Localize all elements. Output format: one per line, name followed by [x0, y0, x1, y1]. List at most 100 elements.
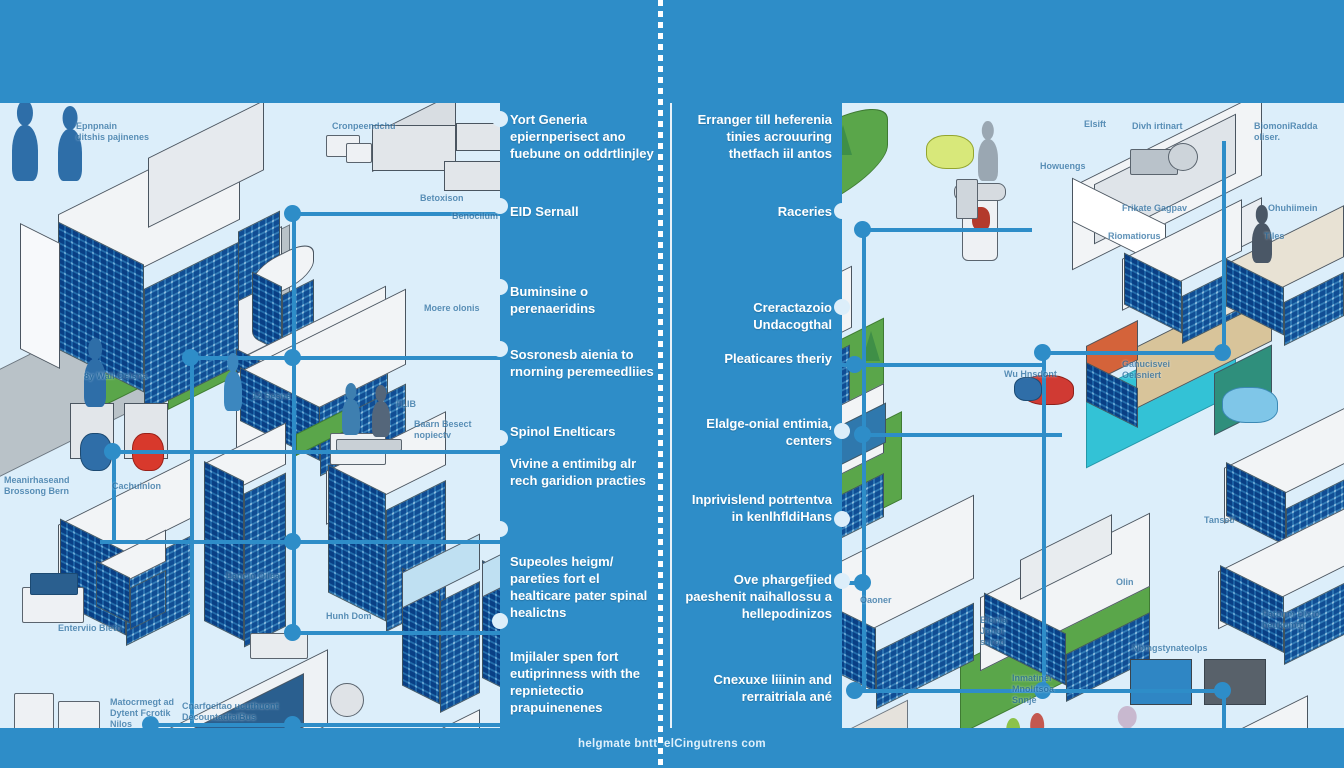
illustration-label: FLIB: [396, 399, 416, 409]
gutter-entry: Creractazoio Undacogthal: [753, 300, 832, 332]
connector-line: [1042, 351, 1046, 691]
illustration-label: Divh irtinart: [1132, 121, 1183, 131]
illustration-label: Wu Hnsdont: [1004, 369, 1057, 379]
mri-machine: [30, 573, 78, 595]
gutter-nub: [834, 423, 850, 439]
illustration-label: Benocilum: [452, 211, 499, 221]
connector-dot: [284, 533, 301, 550]
fan-unit: [330, 683, 364, 717]
illustration-label: Cronpeendchu: [332, 121, 396, 131]
illustration-label: 12 Sesne: [252, 391, 292, 401]
illustration-label: Enterviio Bieto: [58, 623, 122, 633]
connector-dot: [284, 349, 301, 366]
connector-line: [292, 212, 296, 632]
right-text-gutter: Erranger till heferenia tinies acrouurin…: [672, 103, 850, 728]
illustration-label: Eancin Oilea: [226, 571, 281, 581]
connector-line: [112, 450, 116, 542]
connector-dot: [284, 205, 301, 222]
connector-dot: [846, 356, 863, 373]
connector-line: [1222, 689, 1226, 728]
bottom-banner: [0, 728, 1344, 768]
illustration-label: Olin: [1116, 577, 1134, 587]
gutter-nub: [834, 203, 850, 219]
connector-line: [150, 723, 502, 727]
gutter-entry: Sosronesb aienia to rnorning peremeedlii…: [510, 347, 654, 379]
illustration-label: Oaoner: [860, 595, 892, 605]
panel-divider: [658, 0, 663, 768]
illustration-label: Ohuhiimein: [1268, 203, 1318, 213]
illustration-label: 8y Wall Oeisna: [84, 371, 148, 381]
gutter-entry: Pleaticares theriy: [724, 351, 832, 366]
connector-line: [100, 540, 502, 544]
gutter-nub: [492, 111, 508, 127]
illustration-label: Matocrmegt ad Dytent Fcrotik Nilos: [110, 697, 175, 728]
left-scene: Epnpnain ditshis pajinenes Cronpeendchu …: [0, 103, 660, 728]
gutter-entry: Inprivislend potrtentva in kenlhfldiHans: [691, 492, 832, 524]
connector-line: [112, 450, 502, 454]
illustration-label: Elsift: [1084, 119, 1107, 129]
medical-equipment: [346, 143, 372, 163]
illustration-label: Cnarfoeitao ucuthuont DecountadtaiBus: [182, 701, 279, 722]
gutter-entry: Imjilaler spen fort eutiprinness with th…: [510, 649, 641, 715]
connector-line: [1042, 689, 1222, 693]
connector-line: [862, 689, 1102, 693]
connector-dot: [846, 682, 863, 699]
left-text-gutter: Yort Generia epiernperisect ano fuebune …: [492, 103, 670, 728]
illustration-label: Epnpnain ditshis pajinenes: [76, 121, 150, 142]
gutter-entry: Ove phargefjied paeshenit naihallossu a …: [685, 572, 832, 621]
illustration-label: Ganucisvei Oeisniert: [1122, 359, 1171, 380]
illustration-label: Nbmgstynateolps: [1132, 643, 1208, 653]
illustration-label: Betoxison: [420, 193, 464, 203]
connector-line: [862, 228, 866, 693]
illustration-label: Inmatiner Mnolitsoa Snnje: [1012, 673, 1054, 705]
connector-line: [290, 212, 502, 216]
footer-url: helgmate bnttcelCingutrens com: [578, 738, 766, 750]
worker-figure: [1252, 223, 1272, 263]
modular-unit: [372, 125, 456, 171]
display-monitor: [1130, 659, 1192, 705]
person-silhouette: [12, 125, 38, 181]
top-banner: [0, 0, 1344, 103]
gutter-nub: [492, 521, 508, 537]
gutter-entry: Buminsine o perenaeridins: [510, 284, 596, 316]
gutter-nub: [492, 279, 508, 295]
supply-cart: [58, 701, 100, 728]
gutter-entry: EID Sernall: [510, 204, 579, 219]
illustration-label: Elonia Jonot surod: [980, 615, 1008, 647]
person-silhouette: [58, 129, 82, 181]
illustration-label: Riomatiorus: [1108, 231, 1161, 241]
connector-dot: [1034, 682, 1051, 699]
illustration-label: Howuengs: [1040, 161, 1086, 171]
connector-line: [862, 433, 1062, 437]
connector-dot: [284, 624, 301, 641]
illustration-label: Tiles: [1264, 231, 1285, 241]
gutter-entry: Erranger till heferenia tinies acrouurin…: [697, 112, 832, 161]
illustration-label: Baarn Besect nopiectv: [414, 419, 472, 440]
illustration-label: Tanset/: [1204, 515, 1235, 525]
gutter-nub: [492, 198, 508, 214]
connector-dot: [1214, 344, 1231, 361]
gutter-entry: Yort Generia epiernperisect ano fuebune …: [510, 112, 654, 161]
gutter-entry: Elalge-onial entimia, centers: [706, 416, 832, 448]
illustration-label: Meanirhaseand Brossong Bern: [4, 475, 70, 496]
connector-dot: [1214, 682, 1231, 699]
connector-dot: [854, 574, 871, 591]
ambulance-cab: [1014, 377, 1042, 401]
supply-cart: [14, 693, 54, 728]
gutter-nub: [834, 511, 850, 527]
gutter-nub: [834, 299, 850, 315]
connector-line: [190, 356, 502, 360]
illustration-label: Frikate Gagpav: [1122, 203, 1188, 213]
gutter-entry: Cnexuxe liiinin and rerraitriala ané: [713, 672, 832, 704]
gutter-nub: [492, 613, 508, 629]
pine-tree: [862, 331, 880, 361]
blue-splash-icon: [1222, 387, 1278, 423]
illustration-label: BiomoniRadda oliser.: [1254, 121, 1318, 142]
gutter-entry: Raceries: [777, 204, 832, 219]
person-silhouette: [84, 359, 106, 407]
illustration-label: Moere olonis: [424, 303, 480, 313]
illustration-label: Hunh Dom: [326, 611, 372, 621]
connector-dot: [104, 443, 121, 460]
illustration-label: Cachuinlon: [112, 481, 161, 491]
